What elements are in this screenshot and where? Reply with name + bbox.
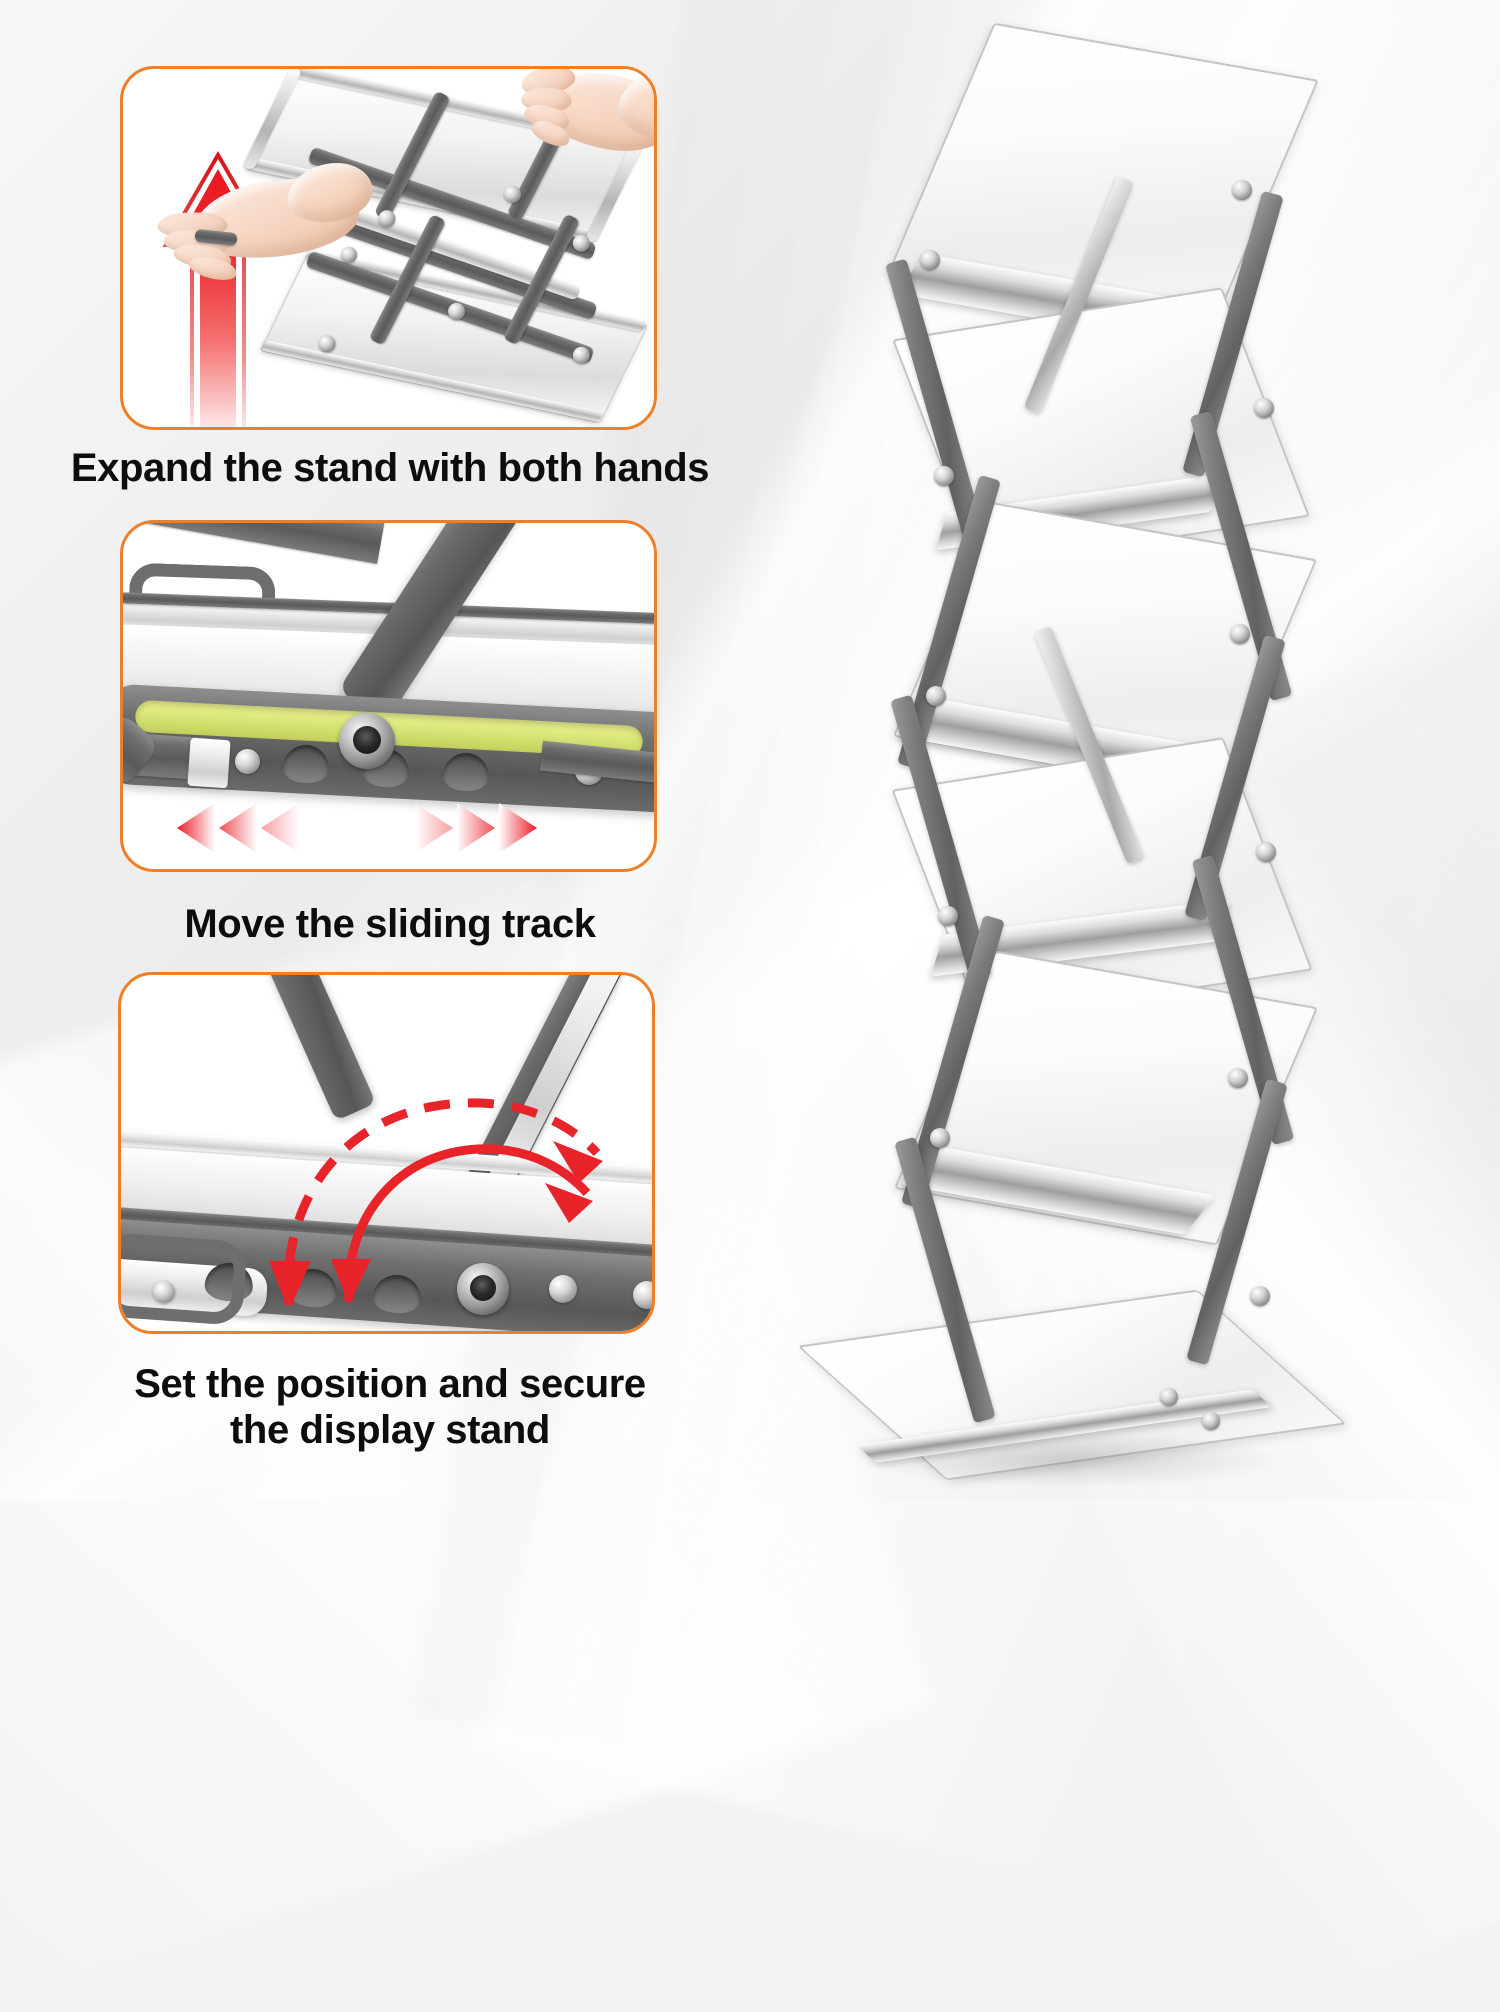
- screw: [549, 1275, 577, 1303]
- step-2-panel: [120, 520, 657, 872]
- screw: [235, 749, 260, 774]
- step-2-caption: Move the sliding track: [184, 902, 596, 946]
- product-shadow: [860, 1432, 1290, 1488]
- step-3-caption-line1: Set the position and secure: [134, 1362, 646, 1406]
- step-3-panel: [118, 972, 655, 1334]
- product-photo: [797, 20, 1470, 1488]
- rivet: [1160, 1388, 1178, 1406]
- rivet: [1202, 1412, 1220, 1430]
- rivet: [1230, 624, 1250, 644]
- pivot-hole: [470, 1275, 496, 1301]
- screw: [633, 1281, 652, 1309]
- step-2-illustration: [123, 523, 654, 869]
- step-3-caption-line2: the display stand: [230, 1408, 550, 1452]
- rivet: [1228, 1068, 1248, 1088]
- rivet: [938, 906, 958, 926]
- rivet: [1250, 1286, 1270, 1306]
- step-1-illustration: [123, 69, 654, 427]
- rivet: [1256, 842, 1276, 862]
- left-right-chevrons-icon: [177, 803, 537, 853]
- step-1-caption: Expand the stand with both hands: [70, 446, 710, 490]
- step-1-panel: [120, 66, 657, 430]
- rivet: [920, 250, 940, 270]
- rivet: [930, 1128, 950, 1148]
- step-3-illustration: [121, 975, 652, 1331]
- screw: [153, 1281, 175, 1303]
- rivet: [934, 466, 954, 486]
- rivet: [1232, 180, 1252, 200]
- pivot-hole: [353, 726, 381, 754]
- rivet: [926, 686, 946, 706]
- curved-rotation-arrows-icon: [269, 1098, 603, 1305]
- rivet: [1254, 398, 1274, 418]
